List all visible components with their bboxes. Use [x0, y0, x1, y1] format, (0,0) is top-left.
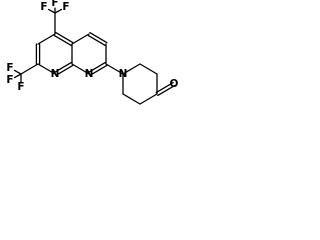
double-bond-line — [53, 61, 72, 74]
single-bond — [37, 33, 56, 45]
atom-label-o-ketone: O — [170, 78, 179, 90]
double-bond-line — [87, 61, 106, 74]
single-bond — [105, 63, 124, 75]
atom-label-f-left-2: F — [6, 74, 13, 86]
atom-label-f-top-1: F — [40, 1, 47, 13]
atom-label-n-ring-1: N — [51, 68, 60, 80]
double-bond-line — [157, 84, 176, 97]
double-bond-line — [53, 34, 72, 47]
atom-label-f-top-2: F — [62, 1, 69, 13]
atom-label-n-piperidine: N — [119, 68, 128, 80]
double-bond-line — [55, 31, 74, 44]
double-bond-line — [155, 81, 174, 94]
bond-lines — [13, 7, 176, 105]
double-bond-line — [87, 34, 106, 47]
single-bond — [47, 8, 56, 14]
single-bond — [13, 69, 22, 75]
double-bond-line — [89, 64, 108, 77]
atom-label-f-left-3: F — [17, 81, 24, 93]
single-bond — [139, 93, 158, 105]
double-bond-line — [55, 64, 74, 77]
atom-label-f-top-3: F — [51, 0, 58, 9]
single-bond — [54, 8, 63, 14]
single-bond — [37, 63, 56, 75]
atom-label-n-ring-2: N — [85, 68, 94, 80]
single-bond — [122, 93, 141, 105]
single-bond — [71, 33, 90, 45]
single-bond — [122, 63, 141, 75]
atom-label-f-left-1: F — [6, 62, 13, 74]
single-bond — [139, 63, 158, 75]
single-bond — [13, 73, 22, 79]
double-bond-line — [89, 31, 108, 44]
single-bond — [20, 63, 39, 75]
single-bond — [71, 63, 90, 75]
